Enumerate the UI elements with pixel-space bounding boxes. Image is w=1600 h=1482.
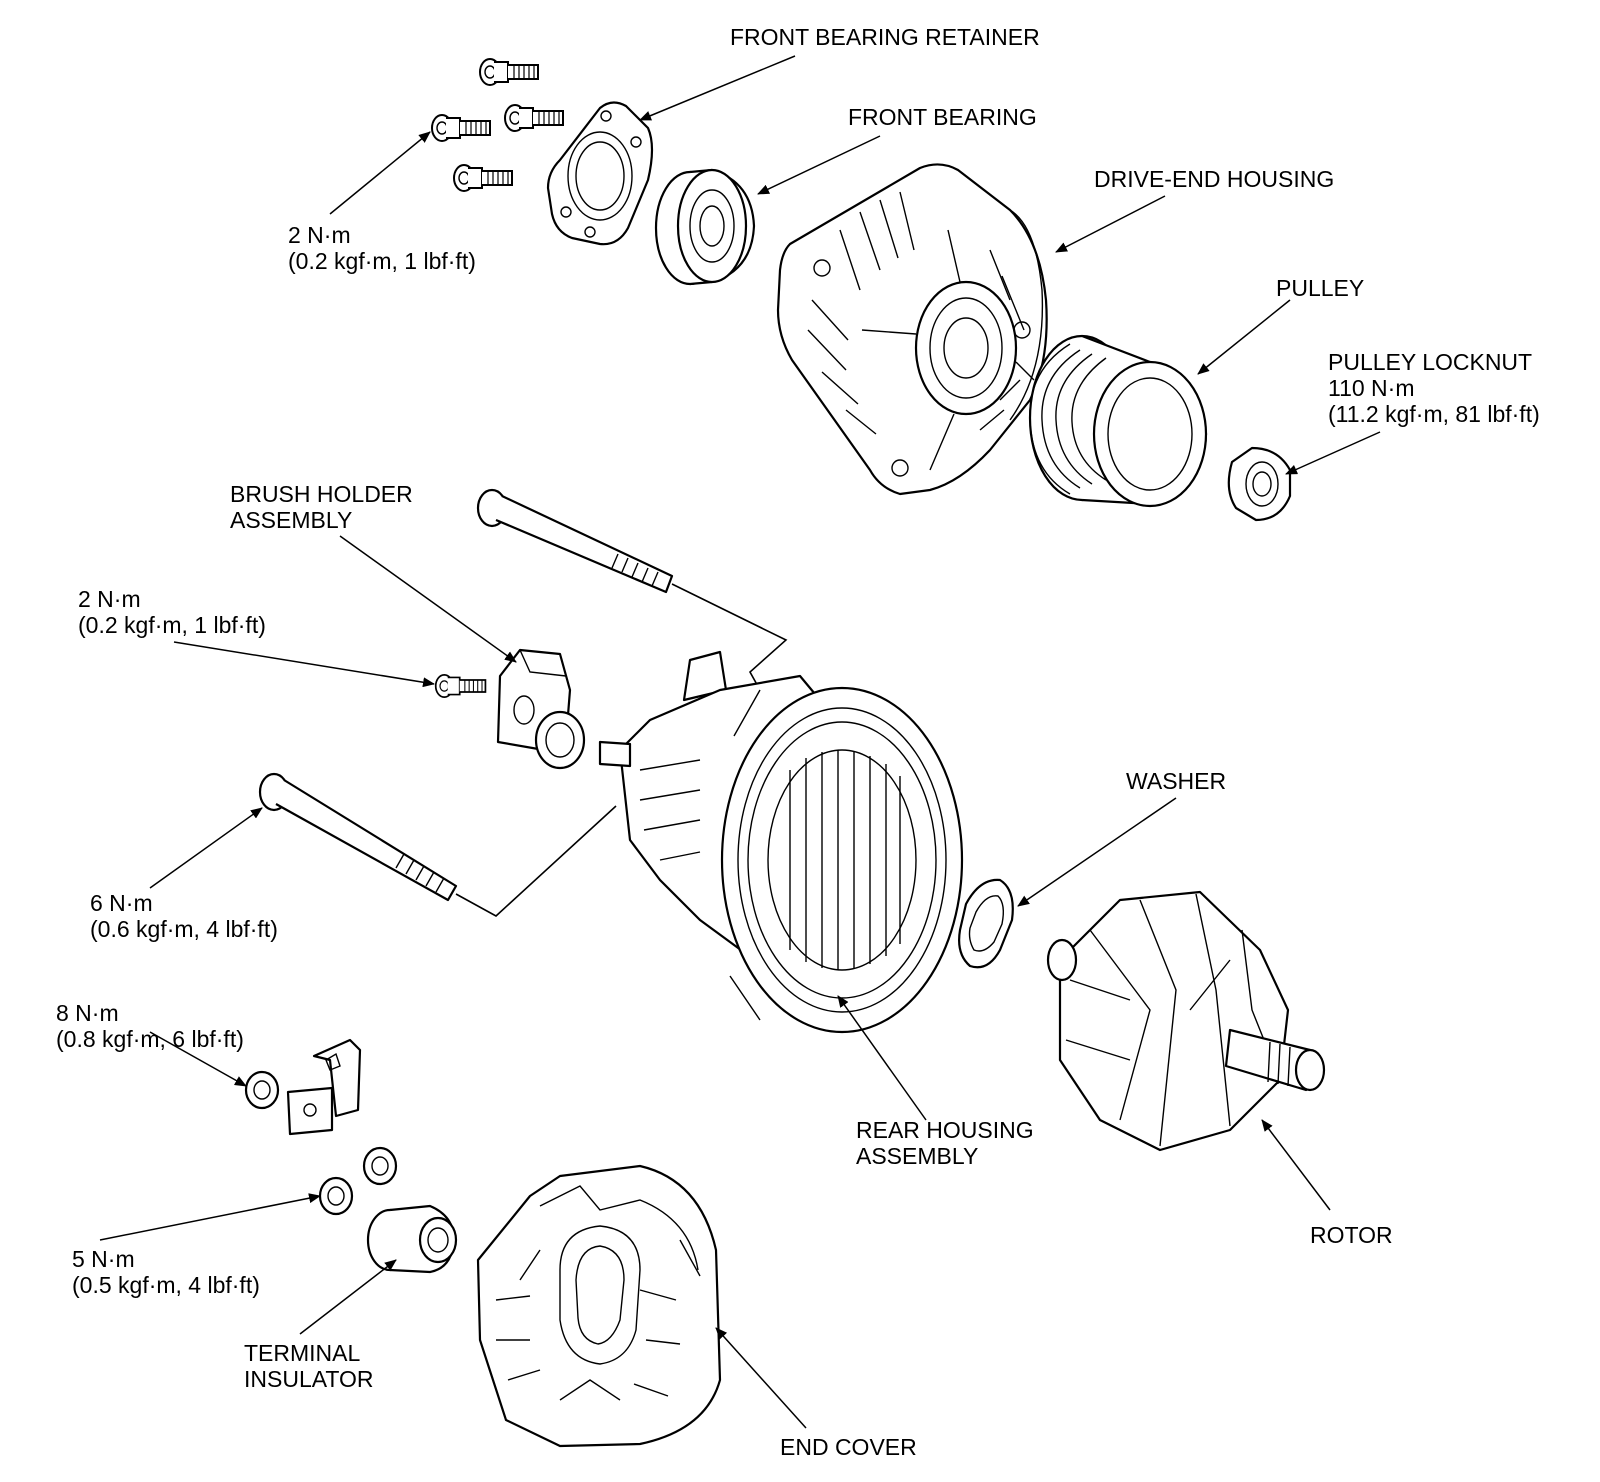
assembly-guide-line — [455, 805, 617, 917]
label-retainer-bolt-torque: 2 N·m (0.2 kgf·m, 1 lbf·ft) — [288, 222, 476, 274]
label-front-bearing: FRONT BEARING — [848, 104, 1037, 130]
retainer-screw — [431, 114, 491, 142]
assembly-guide-line — [671, 583, 788, 691]
pulley-locknut — [1227, 446, 1292, 522]
label-rear-housing-assembly: REAR HOUSING ASSEMBLY — [856, 1117, 1034, 1169]
retainer-screw — [479, 58, 539, 86]
end-cover — [476, 1164, 722, 1448]
label-pulley: PULLEY — [1276, 275, 1365, 301]
label-end-cover: END COVER — [780, 1434, 917, 1460]
terminal-insulator — [366, 1204, 458, 1274]
label-through-bolt-torque: 6 N·m (0.6 kgf·m, 4 lbf·ft) — [90, 890, 278, 942]
through-bolt-upper — [476, 488, 674, 594]
label-pulley-locknut: PULLEY LOCKNUT 110 N·m (11.2 kgf·m, 81 l… — [1328, 349, 1540, 427]
rear-housing-assembly — [598, 650, 964, 1034]
drive-end-housing — [776, 163, 1048, 496]
retainer-screw — [453, 164, 513, 192]
label-rotor: ROTOR — [1310, 1222, 1393, 1248]
label-brush-holder-assembly: BRUSH HOLDER ASSEMBLY — [230, 481, 413, 533]
leader-lines — [99, 55, 1381, 1429]
terminal-bracket — [286, 1038, 362, 1136]
label-front-bearing-retainer: FRONT BEARING RETAINER — [730, 24, 1040, 50]
brush-holder-screw — [434, 673, 487, 699]
label-terminal-insulator-nut-torque: 5 N·m (0.5 kgf·m, 4 lbf·ft) — [72, 1246, 260, 1298]
through-bolt-lower — [258, 772, 458, 902]
rotor — [1046, 890, 1326, 1152]
retainer-screw — [504, 104, 564, 132]
label-brush-holder-screw-torque: 2 N·m (0.2 kgf·m, 1 lbf·ft) — [78, 586, 266, 638]
label-terminal-insulator: TERMINAL INSULATOR — [244, 1340, 374, 1392]
label-washer: WASHER — [1126, 768, 1227, 794]
pulley — [1028, 334, 1208, 508]
front-bearing-retainer — [546, 101, 654, 246]
label-terminal-nut-torque: 8 N·m (0.8 kgf·m, 6 lbf·ft) — [56, 1000, 244, 1052]
terminal-insulator-nut — [318, 1176, 354, 1216]
terminal-nut — [244, 1070, 280, 1110]
front-bearing — [654, 168, 756, 286]
terminal-nut — [362, 1146, 398, 1186]
washer — [958, 878, 1014, 969]
brush-holder-assembly — [496, 648, 586, 770]
label-drive-end-housing: DRIVE-END HOUSING — [1094, 166, 1335, 192]
